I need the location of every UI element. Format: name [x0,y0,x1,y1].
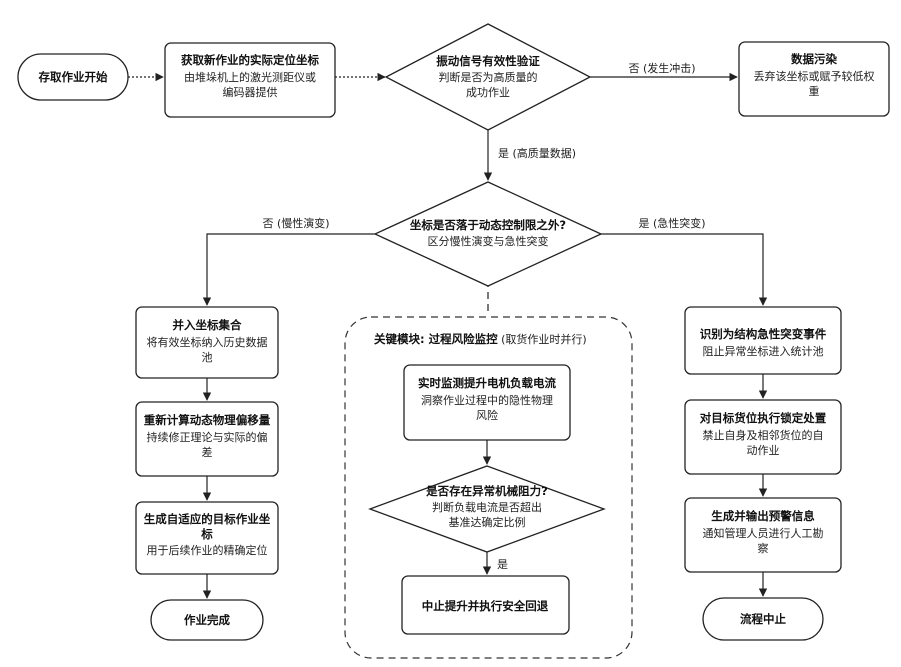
acquire-sub1: 由堆垛机上的激光测距仪或 [184,70,316,84]
lock-sub2: 动作业 [747,444,780,457]
alert-box: 生成并输出预警信息 通知管理人员进行人工勘 察 [685,498,841,572]
monitor-sub1: 洞察作业过程中的隐性物理 [421,393,553,407]
acquire-title: 获取新作业的实际定位坐标 [181,53,319,67]
monitor-box: 实时监测提升电机负载电流 洞察作业过程中的隐性物理 风险 [404,365,570,440]
limit-decision: 坐标是否落于动态控制限之外? 区分慢性演变与急性突变 [375,182,601,286]
stop-label: 中止提升并执行安全回退 [422,599,549,613]
resistance-sub1: 判断负载电流是否超出 [432,500,542,514]
limit-title: 坐标是否落于动态控制限之外? [410,218,566,232]
stop-box: 中止提升并执行安全回退 [402,576,569,634]
contamination-box: 数据污染 丢弃该坐标或赋予较低权 重 [739,42,889,116]
module-title: 关键模块: 过程风险监控 (取货作业时并行) [374,332,587,346]
acquire-sub2: 编码器提供 [223,85,278,99]
end-abort-node: 流程中止 [703,598,823,640]
resistance-sub2: 基准达确定比例 [449,515,526,529]
generate-title1: 生成自适应的目标作业坐 [144,512,271,526]
resistance-title: 是否存在异常机械阻力? [425,484,548,498]
merge-box: 并入坐标集合 将有效坐标纳入历史数据 池 [136,307,278,378]
limit-sub: 区分慢性演变与急性突变 [428,234,549,248]
alert-title: 生成并输出预警信息 [711,509,815,523]
label-no-chronic: 否 (慢性演变) [262,216,329,230]
alert-sub1: 通知管理人员进行人工勘 [703,526,824,540]
generate-sub: 用于后续作业的精确定位 [147,543,268,557]
end-abort-label: 流程中止 [740,612,786,626]
contamination-title: 数据污染 [791,52,837,66]
recalc-box: 重新计算动态物理偏移量 持续修正理论与实际的偏 差 [136,402,278,476]
recalc-title: 重新计算动态物理偏移量 [144,413,271,427]
lock-title: 对目标货位执行锁定处置 [700,411,827,425]
identify-sub: 阻止异常坐标进入统计池 [703,344,824,358]
merge-title: 并入坐标集合 [173,318,242,332]
recalc-sub1: 持续修正理论与实际的偏 [147,430,268,444]
acquire-box: 获取新作业的实际定位坐标 由堆垛机上的激光测距仪或 编码器提供 [165,43,335,117]
monitor-title: 实时监测提升电机负载电流 [418,376,556,390]
identify-box: 识别为结构急性突变事件 阻止异常坐标进入统计池 [685,307,841,374]
contamination-sub1: 丢弃该坐标或赋予较低权 [754,69,875,83]
monitor-sub2: 风险 [476,408,498,422]
label-yes-acute: 是 (急性突变) [638,216,705,230]
generate-box: 生成自适应的目标作业坐 标 用于后续作业的精确定位 [136,502,278,574]
generate-title2: 标 [200,527,213,541]
alert-sub2: 察 [758,541,769,555]
resistance-decision: 是否存在异常机械阻力? 判断负载电流是否超出 基准达确定比例 [370,466,604,552]
label-yes-resistance: 是 [497,558,508,571]
vibration-decision: 振动信号有效性验证 判断是否为高质量的 成功作业 [386,24,590,130]
edge-limit-to-identify [600,234,763,305]
vibration-sub2: 成功作业 [466,86,510,99]
contamination-sub2: 重 [809,84,820,98]
recalc-sub2: 差 [202,445,213,459]
label-no-shock: 否 (发生冲击) [628,61,695,75]
end-complete-label: 作业完成 [184,613,230,627]
end-complete-node: 作业完成 [151,600,263,640]
vibration-title: 振动信号有效性验证 [436,54,540,68]
start-label: 存取作业开始 [39,70,108,84]
merge-sub2: 池 [202,351,213,364]
label-yes-quality: 是 (高质量数据) [498,146,576,160]
lock-box: 对目标货位执行锁定处置 禁止自身及相邻货位的自 动作业 [685,400,841,474]
identify-title: 识别为结构急性突变事件 [700,327,827,341]
edge-limit-to-merge [207,234,375,305]
lock-sub1: 禁止自身及相邻货位的自 [703,428,824,442]
merge-sub1: 将有效坐标纳入历史数据 [147,335,268,349]
start-node: 存取作业开始 [18,54,128,100]
vibration-sub1: 判断是否为高质量的 [439,70,538,84]
